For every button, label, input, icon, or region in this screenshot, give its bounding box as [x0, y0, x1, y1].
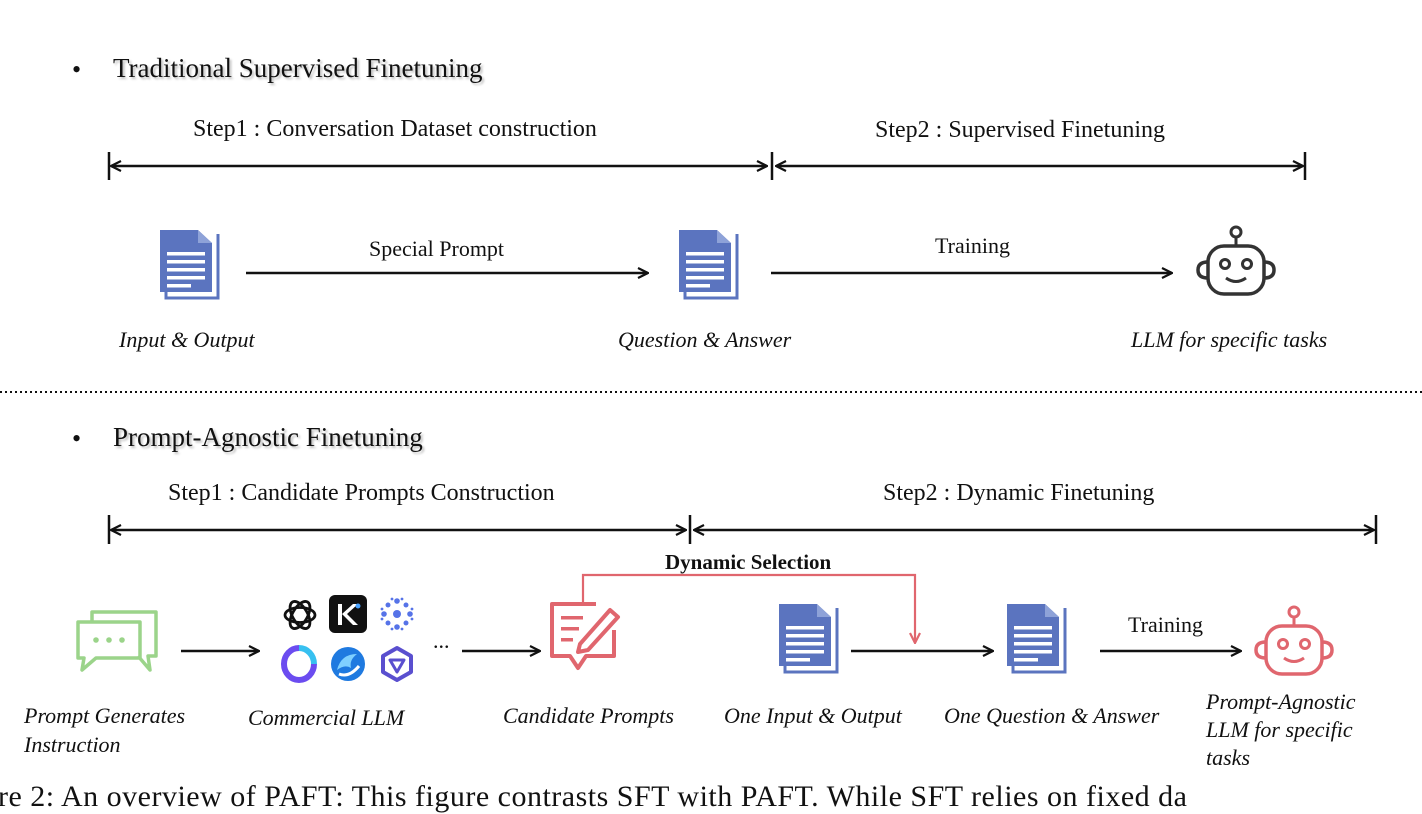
sft-training-label: Training [935, 233, 1010, 258]
sft-step2-span [776, 152, 1307, 180]
paft-step1-span [107, 515, 692, 544]
figure-caption: re 2: An overview of PAFT: This figure c… [0, 780, 1188, 813]
bullet-marker: • [72, 55, 82, 84]
one-question-answer-label: One Question & Answer [944, 703, 1160, 728]
special-prompt-label: Special Prompt [369, 236, 505, 261]
sft-step1-label: Step1 : Conversation Dataset constructio… [193, 116, 597, 142]
ring-logo-icon [281, 645, 317, 683]
paft-section-title: Prompt-Agnostic Finetuning [113, 422, 423, 452]
document-icon [1007, 604, 1067, 674]
sft-section-title: Traditional Supervised Finetuning [113, 53, 483, 83]
document-icon [160, 230, 220, 300]
paft-step1-label: Step1 : Candidate Prompts Construction [168, 480, 555, 506]
chat-bubble-icon [76, 610, 158, 672]
paft-llm-label-line3: tasks [1206, 745, 1250, 770]
prompt-generates-label-line2: Instruction [24, 732, 121, 757]
llm-specific-tasks-label: LLM for specific tasks [1131, 327, 1328, 352]
edit-prompt-icon [550, 602, 620, 670]
paft-step2-label: Step2 : Dynamic Finetuning [883, 480, 1155, 506]
dynamic-selection-label: Dynamic Selection [665, 550, 832, 574]
question-answer-label: Question & Answer [618, 327, 792, 352]
paft-training-label: Training [1128, 612, 1203, 637]
commercial-llm-label: Commercial LLM [248, 705, 405, 730]
openai-icon [283, 600, 317, 630]
document-icon [679, 230, 739, 300]
one-input-output-label: One Input & Output [724, 703, 902, 728]
paft-llm-label-line2: LLM for specific [1206, 717, 1353, 742]
robot-icon [1196, 225, 1276, 296]
candidate-prompts-label: Candidate Prompts [503, 703, 674, 728]
qwen-logo-icon [381, 646, 413, 682]
asterisk-logo-icon [380, 597, 414, 631]
sft-step2-label: Step2 : Supervised Finetuning [875, 117, 1165, 143]
bullet-marker: • [72, 424, 82, 453]
kimi-icon [329, 595, 367, 633]
dynamic-selection-arrow [581, 573, 915, 643]
prompt-generates-label-line1: Prompt Generates [24, 703, 186, 728]
robot-icon [1254, 605, 1334, 676]
paft-step2-span [694, 515, 1378, 544]
paft-llm-label-line1: Prompt-Agnostic [1206, 689, 1356, 714]
input-output-label: Input & Output [119, 327, 255, 352]
more-models-ellipsis: ... [433, 628, 450, 653]
sft-step1-span [107, 152, 774, 180]
document-icon [779, 604, 839, 674]
swirl-logo-icon [331, 647, 365, 681]
